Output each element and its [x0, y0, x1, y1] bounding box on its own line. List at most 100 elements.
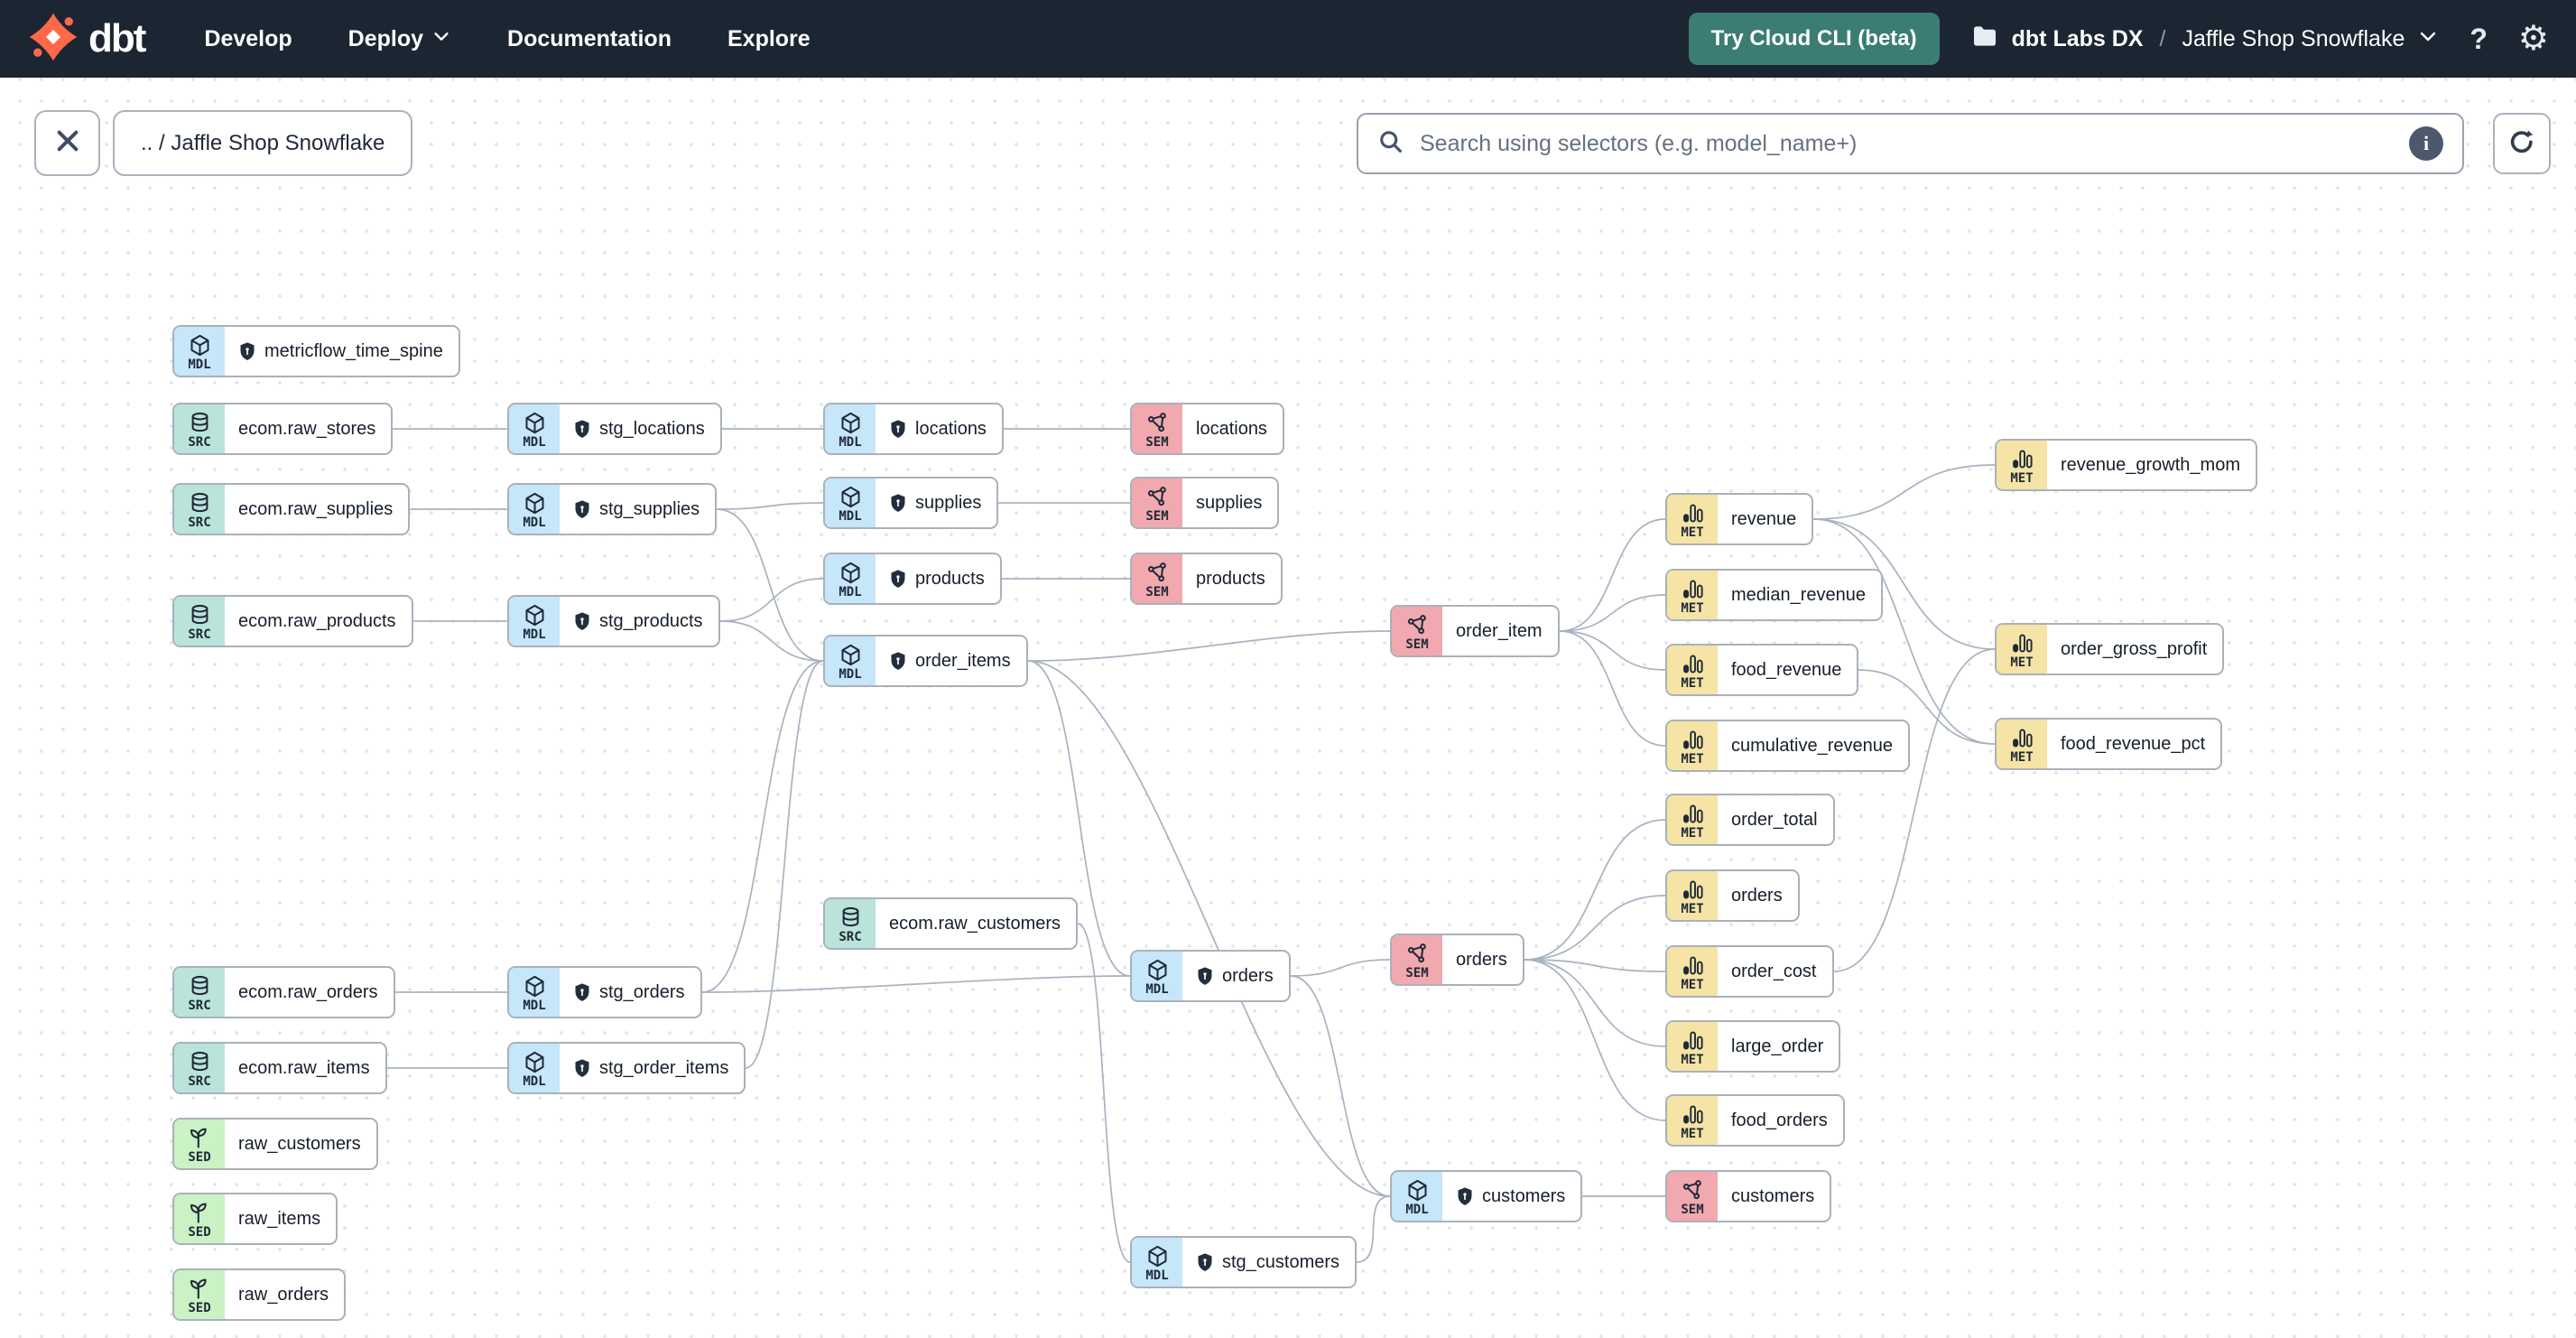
lineage-edge-orders_sem-to-order_cost: [1524, 959, 1666, 972]
lineage-edge-order_item_sem-to-median_revenue: [1559, 594, 1666, 632]
info-icon[interactable]: i: [2409, 126, 2443, 161]
dbt-logo[interactable]: dbt: [27, 11, 146, 68]
lineage-edge-stg_orders-to-order_items: [701, 660, 824, 993]
lineage-edge-revenue-to-food_revenue_pct: [1812, 518, 1996, 745]
node-body: ecom.raw_customers: [876, 899, 1076, 948]
node-type-badge: MET: [1667, 495, 1718, 544]
search-input[interactable]: [1418, 129, 2395, 158]
metric-chart-icon: [1681, 501, 1705, 525]
nav-item-develop[interactable]: Develop: [204, 25, 292, 51]
close-lineage-button[interactable]: [34, 110, 100, 176]
node-name: raw_customers: [238, 1133, 361, 1154]
node-type-badge: SRC: [174, 485, 225, 534]
node-type-badge: SEM: [1392, 607, 1442, 655]
lineage-edge-orders_sem-to-order_total: [1524, 819, 1666, 961]
node-type-badge: SEM: [1667, 1172, 1718, 1221]
node-name: stg_supplies: [599, 498, 700, 519]
node-type-badge: SEM: [1392, 935, 1442, 984]
node-body: stg_supplies: [560, 485, 715, 534]
node-name: locations: [915, 418, 987, 439]
graph-node-stg_locations[interactable]: MDL stg_locations: [507, 403, 722, 455]
gear-icon[interactable]: ⚙: [2517, 20, 2549, 58]
node-name: supplies: [1196, 492, 1263, 513]
node-body: revenue_growth_mom: [2047, 441, 2256, 489]
help-icon[interactable]: ?: [2469, 22, 2488, 55]
graph-node-locations_mdl[interactable]: MDL locations: [823, 403, 1004, 455]
cube-icon: [523, 411, 547, 435]
node-type-badge: MDL: [825, 479, 876, 527]
nav-item-documentation[interactable]: Documentation: [507, 25, 672, 51]
node-type-label: MDL: [839, 584, 862, 599]
refresh-lineage-button[interactable]: [2493, 113, 2551, 174]
node-type-badge: MET: [1667, 871, 1718, 920]
node-body: order_items: [876, 636, 1026, 685]
close-icon: [53, 126, 82, 160]
node-name: ecom.raw_orders: [238, 981, 378, 1002]
seedling-icon: [188, 1277, 212, 1301]
nav-item-explore[interactable]: Explore: [727, 25, 811, 51]
node-body: metricflow_time_spine: [225, 327, 459, 376]
node-name: stg_order_items: [599, 1057, 729, 1078]
try-cloud-cli-button[interactable]: Try Cloud CLI (beta): [1688, 13, 1940, 65]
lineage-edge-orders_sem-to-food_orders: [1524, 959, 1666, 1121]
lineage-breadcrumb[interactable]: .. / Jaffle Shop Snowflake: [113, 110, 413, 176]
node-type-label: MDL: [839, 434, 862, 450]
node-name: stg_locations: [599, 418, 705, 439]
semantic-model-icon: [1145, 561, 1170, 585]
semantic-model-icon: [1681, 1178, 1705, 1203]
folder-icon: [1970, 22, 1999, 57]
project-switcher[interactable]: dbt Labs DX / Jaffle Shop Snowflake: [1970, 22, 2440, 57]
node-body: stg_customers: [1182, 1238, 1355, 1287]
node-type-label: MDL: [523, 434, 546, 450]
node-type-label: SEM: [1405, 965, 1429, 980]
nav-item-deploy[interactable]: Deploy: [348, 26, 451, 52]
lineage-edge-stg_orders-to-orders_mdl: [701, 975, 1131, 993]
node-type-label: SEM: [1681, 1202, 1704, 1217]
node-body: ecom.raw_products: [225, 597, 412, 646]
metric-chart-icon: [1681, 802, 1705, 826]
shield-icon: [573, 1058, 591, 1078]
node-type-badge: SEM: [1132, 554, 1182, 603]
account-name: dbt Labs DX: [2011, 25, 2144, 51]
